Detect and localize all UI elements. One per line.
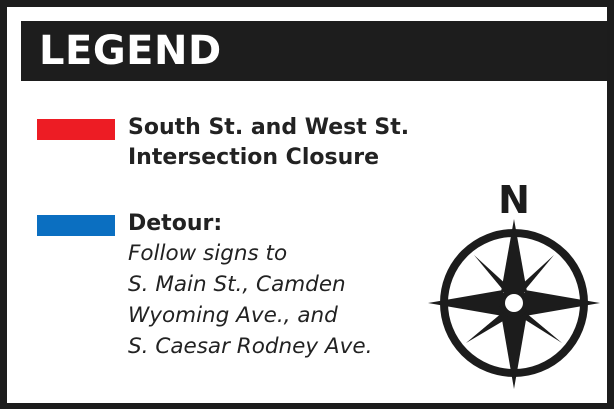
compass-point-s: [501, 314, 527, 389]
closure-label: South St. and West St. Intersection Clos…: [128, 115, 410, 170]
detour-line: S. Main St., Camden: [128, 272, 346, 297]
compass-north-label: N: [498, 178, 530, 222]
detour-line: Follow signs to: [128, 241, 288, 266]
compass-rose-icon: N: [428, 178, 600, 389]
detour-line: Wyoming Ave., and: [128, 303, 338, 328]
detour-label: Detour:: [128, 211, 223, 236]
compass-point-w: [428, 290, 503, 316]
compass-rose: [428, 219, 600, 389]
detour-color-swatch: [37, 215, 115, 236]
detour-description: Follow signs to S. Main St., Camden Wyom…: [128, 238, 372, 362]
closure-color-swatch: [37, 119, 115, 140]
compass-point-e: [525, 290, 600, 316]
legend-title: LEGEND: [39, 28, 222, 74]
detour-line: S. Caesar Rodney Ave.: [128, 334, 373, 359]
compass-point-n: [501, 219, 527, 292]
legend-header: LEGEND: [21, 21, 607, 81]
compass-center: [505, 294, 523, 312]
